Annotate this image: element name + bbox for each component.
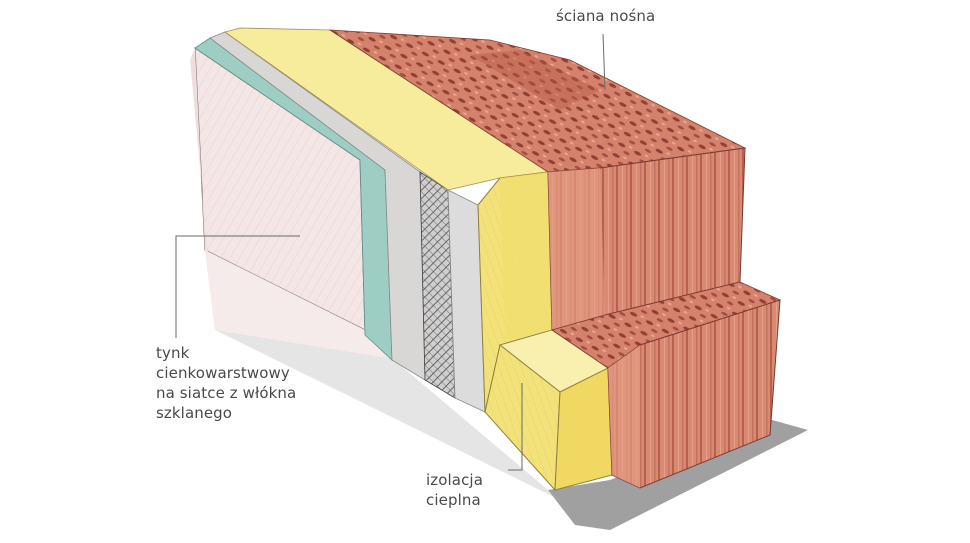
label-line: ściana nośna (556, 7, 656, 25)
insulation-upper-front (500, 172, 552, 340)
brick-lower-side (608, 345, 640, 488)
label-insulation: izolacja cieplna (426, 470, 483, 510)
label-line: tynk (156, 344, 190, 362)
plaster-lower (205, 250, 400, 360)
brick-top-shade (470, 50, 600, 110)
label-line: na siatce z włókna (156, 384, 297, 402)
leader-line-plaster (175, 235, 300, 338)
ground-shadow-left (205, 200, 560, 500)
label-line: cienkowarstwowy (156, 364, 290, 382)
label-line: szklanego (156, 404, 233, 422)
leader-line-insulation (508, 383, 523, 471)
leader-line-wall (602, 33, 606, 91)
label-line: cieplna (426, 491, 481, 509)
plaster-edge (190, 48, 215, 330)
label-line: izolacja (426, 471, 483, 489)
brick-upper-side (548, 168, 605, 330)
label-load-bearing-wall: ściana nośna (556, 6, 655, 26)
label-plaster: tynk cienkowarstwowy na siatce z włókna … (156, 343, 296, 423)
hatched-layer-cross (420, 172, 455, 398)
